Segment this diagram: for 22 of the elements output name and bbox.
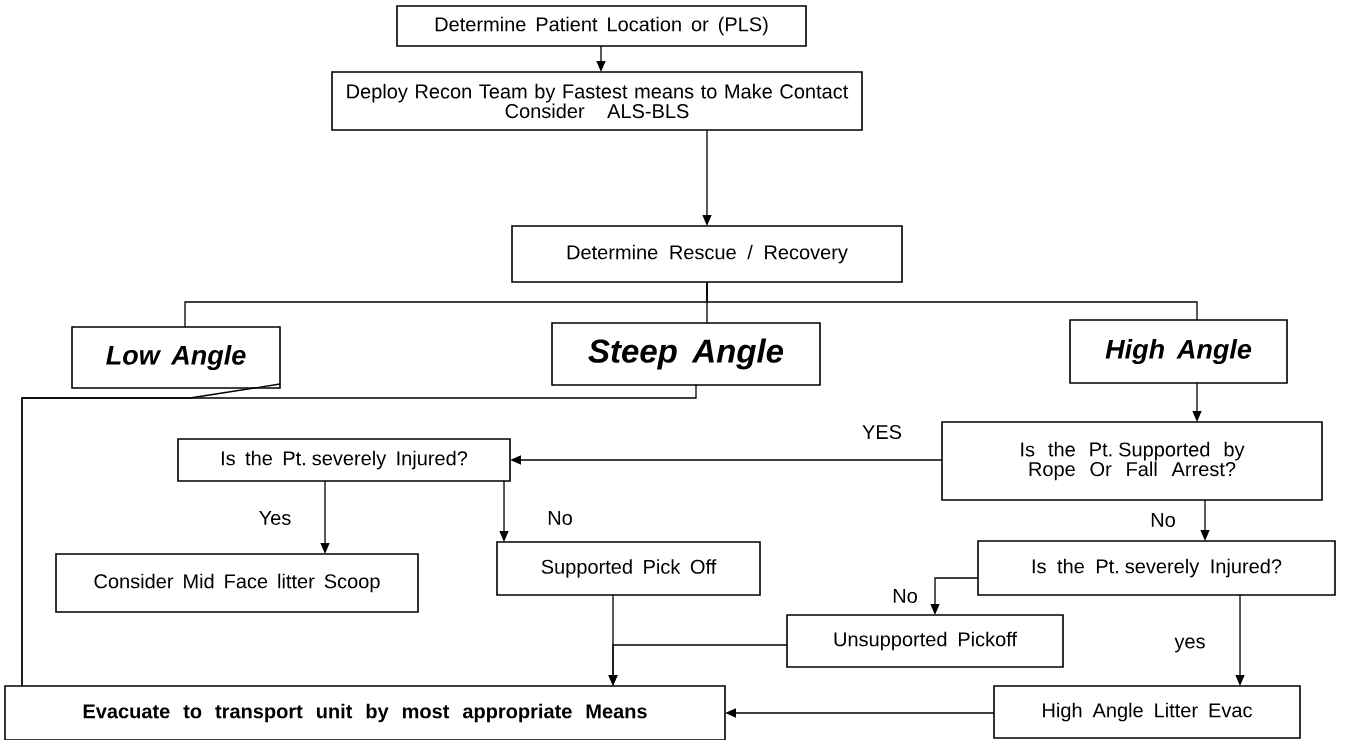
process-box: Steep Angle: [551, 322, 821, 386]
edge-label: yes: [1173, 636, 1207, 654]
process-box: Low Angle: [71, 326, 281, 389]
process-box: Deploy Recon Team by Fastest means to Make Contact Consider ALS-BLS: [331, 71, 863, 131]
process-box: Determine Patient Location or (PLS): [396, 5, 807, 47]
edge-label: No: [546, 510, 574, 526]
connector-line: [706, 281, 1198, 321]
process-box: Is the Pt. Supported by Rope Or Fall Arrest?: [941, 421, 1323, 501]
process-box: Is the Pt. severely Injured?: [977, 540, 1336, 596]
process-box: Determine Rescue / Recovery: [511, 225, 903, 283]
edge-label: Yes: [257, 510, 293, 526]
process-box: Evacuate to transport unit by most appropriate Means: [4, 685, 726, 740]
connector-line: [21, 384, 697, 687]
edge-label: No: [891, 588, 919, 604]
process-box: High Angle: [1069, 319, 1288, 384]
process-box: Is the Pt. severely Injured?: [177, 438, 511, 482]
process-box: Consider Mid Face litter Scoop: [55, 553, 419, 613]
edge-label: YES: [861, 423, 903, 441]
process-box: Unsupported Pickoff: [786, 614, 1064, 668]
process-box: Supported Pick Off: [496, 541, 761, 596]
edge-label: No: [1149, 512, 1177, 528]
process-box: High Angle Litter Evac: [993, 685, 1301, 739]
